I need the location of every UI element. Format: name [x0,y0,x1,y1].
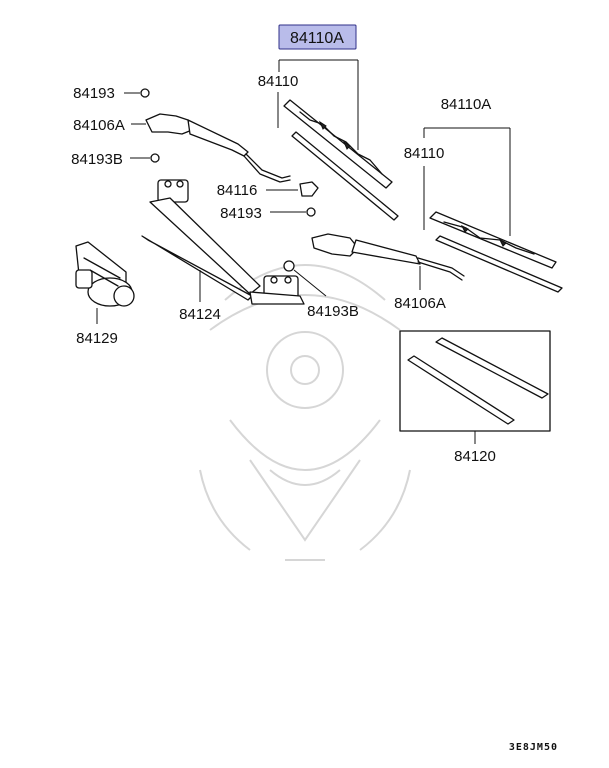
nut-84193B-a[interactable] [150,153,160,163]
highlight-box [278,24,357,50]
wiper-refill-strips[interactable] [407,337,549,425]
wiper-arm-left[interactable] [145,113,291,183]
diagram-code: 3E8JM50 [509,742,558,753]
wiper-blade-left[interactable] [283,99,399,221]
watermark-emblem [199,264,411,561]
part-label-84124[interactable]: 84124 [179,306,221,323]
part-label-84193-b[interactable]: 84193 [220,205,262,222]
part-label-84110-left[interactable]: 84110 [258,73,299,90]
leader-84110A-right [423,127,511,236]
wiper-blade-right[interactable] [429,211,563,293]
part-label-84110A-top: 84110A [290,30,344,47]
part-label-84193B-b[interactable]: 84193B [307,303,359,320]
leader-84110A-top [278,59,359,150]
part-label-84193B-a[interactable]: 84193B [71,151,123,168]
part-label-84110-right[interactable]: 84110 [404,145,445,162]
leader-84193B-b [293,269,327,297]
nut-84193-a[interactable] [140,88,150,98]
wiper-linkage[interactable] [141,179,305,305]
refill-box [399,330,551,432]
part-label-84106A-right[interactable]: 84106A [394,295,446,312]
wiper-motor[interactable] [75,241,135,307]
part-label-84129[interactable]: 84129 [76,330,118,347]
part-label-84120[interactable]: 84120 [454,448,496,465]
part-label-84116[interactable]: 84116 [217,182,258,199]
wiper-arm-right[interactable] [311,233,465,281]
nut-84193B-b[interactable] [283,260,295,272]
callout-84110A-top[interactable]: 84110A [278,24,357,50]
part-label-84106A-left[interactable]: 84106A [73,117,125,134]
part-label-84110A-right[interactable]: 84110A [441,96,492,113]
nut-84193-b[interactable] [306,207,316,217]
part-label-84193-a[interactable]: 84193 [73,85,115,102]
cap-84116[interactable] [299,181,319,197]
